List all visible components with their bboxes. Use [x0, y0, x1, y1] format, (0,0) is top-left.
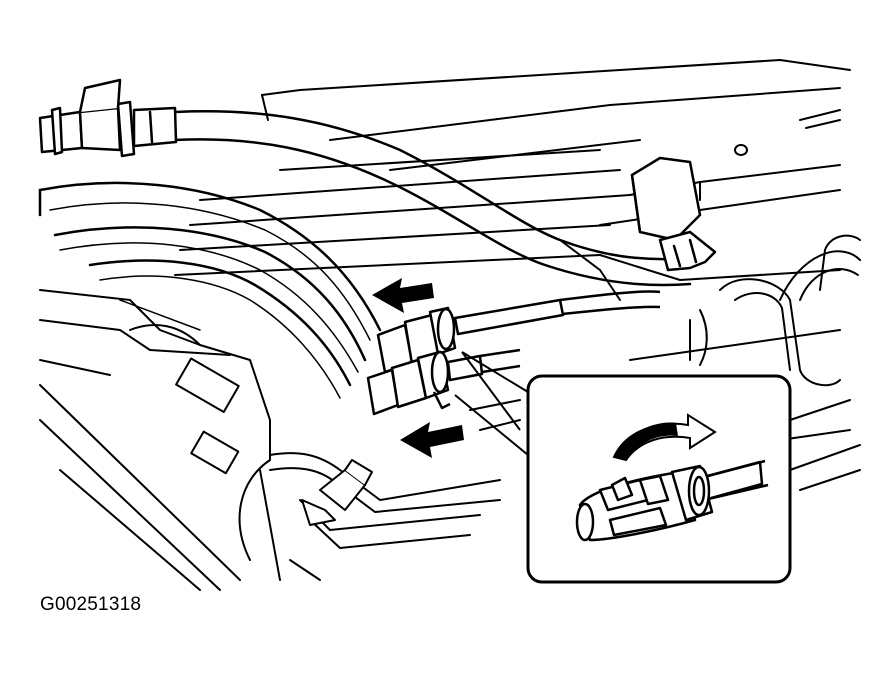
- fuel-hose-upper: [40, 80, 715, 285]
- fuel-tube-bundle: [40, 183, 380, 398]
- arrow-left-icon: [372, 278, 434, 313]
- quick-connector-upper: [378, 292, 660, 372]
- callout-lines: [455, 352, 528, 455]
- curved-arrow-icon: [614, 415, 715, 460]
- quick-connector-lower: [368, 350, 520, 414]
- detail-inset: [528, 376, 790, 582]
- figure-id: G00251318: [40, 594, 142, 615]
- arrow-left-icon: [400, 422, 464, 458]
